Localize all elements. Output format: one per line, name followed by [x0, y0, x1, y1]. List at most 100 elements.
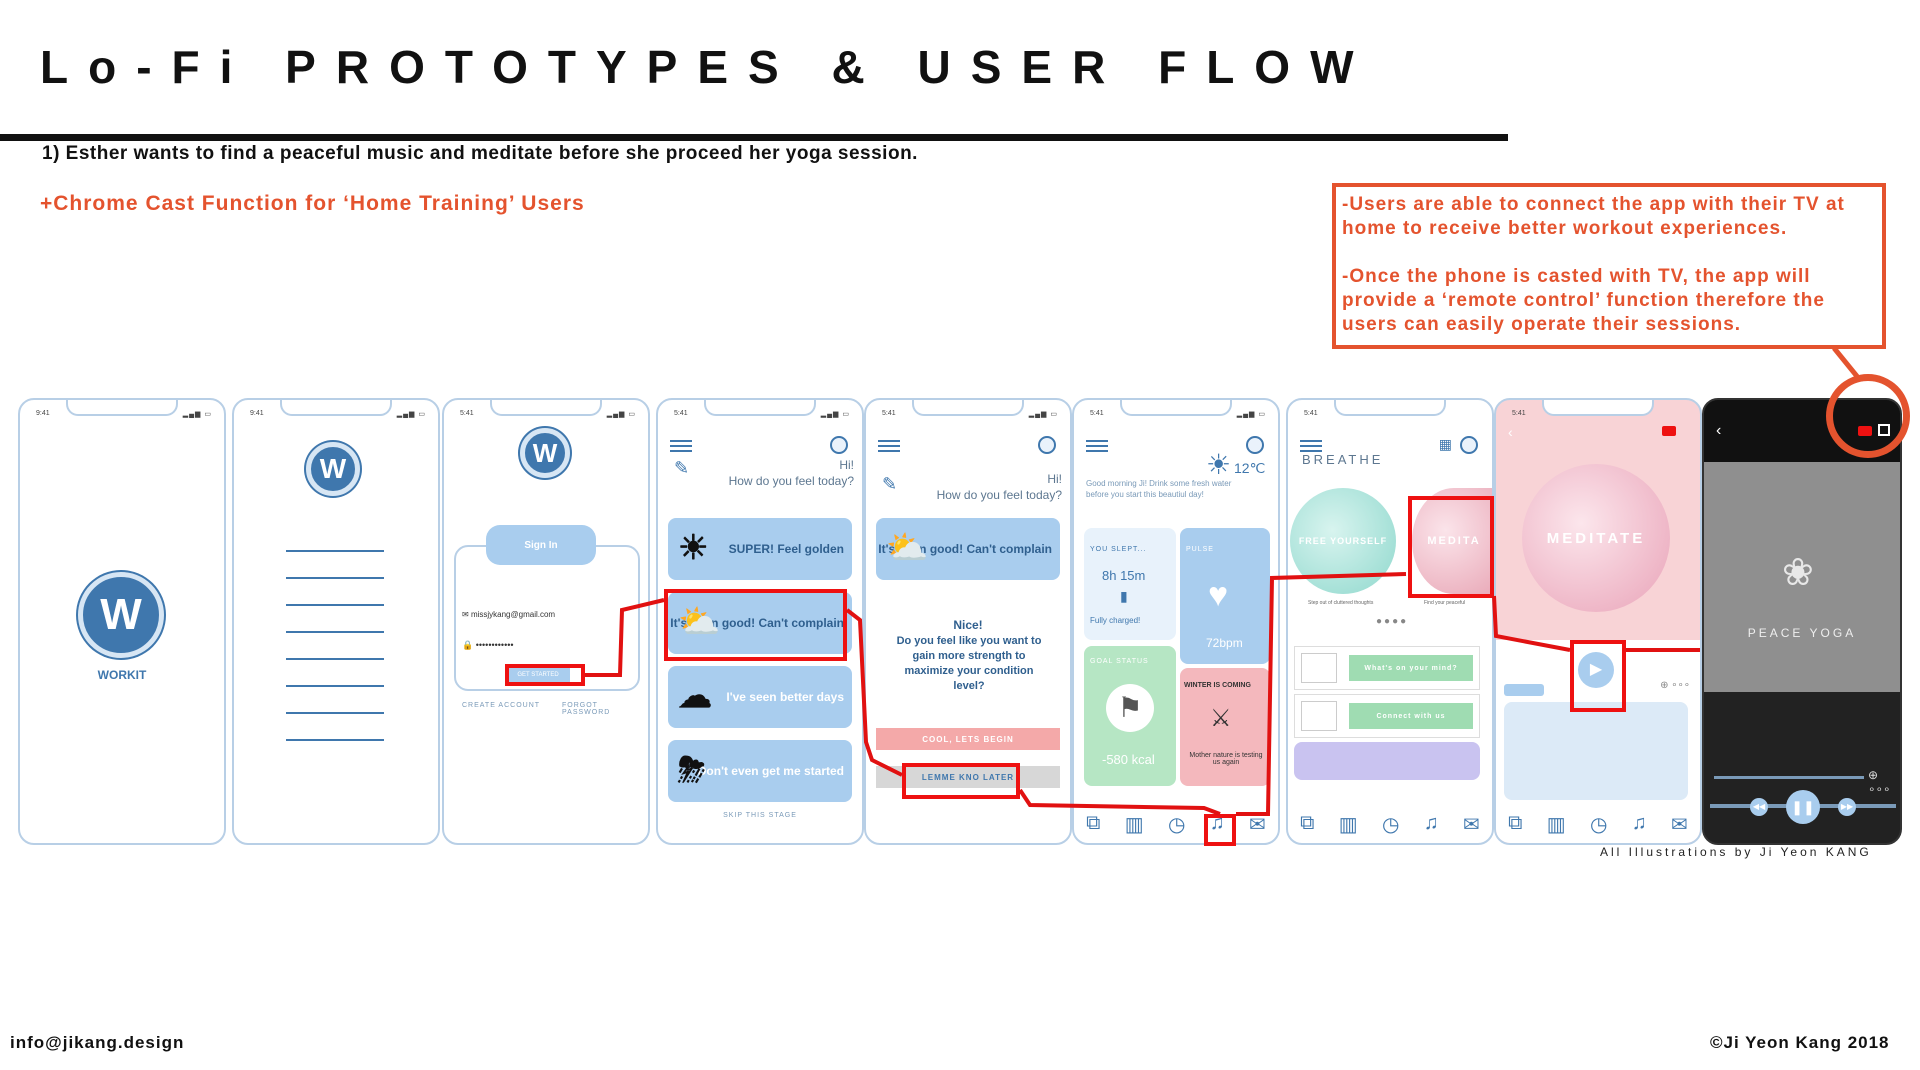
- sleep-tile[interactable]: YOU SLEPT... 8h 15m ▮ Fully charged!: [1084, 528, 1176, 640]
- illustration-credit: All Illustrations by Ji Yeon KANG: [1600, 845, 1872, 859]
- menu-icon[interactable]: [1300, 440, 1322, 452]
- mind-label: What's on your mind?: [1349, 655, 1473, 681]
- back-icon[interactable]: ‹: [1716, 422, 1722, 439]
- back-icon[interactable]: ‹: [1508, 424, 1513, 440]
- tab-home-icon[interactable]: ⧉: [1508, 812, 1523, 834]
- selected-mood: ⛅It's been good! Can't complain: [876, 518, 1060, 580]
- play-button[interactable]: ▶: [1578, 652, 1614, 688]
- profile-icon[interactable]: [1038, 436, 1056, 454]
- create-account-link[interactable]: CREATE ACCOUNT: [462, 702, 541, 709]
- menu-icon[interactable]: [1086, 440, 1108, 452]
- tab-music-icon[interactable]: ♫: [1423, 812, 1439, 834]
- password-field[interactable]: 🔒 ••••••••••••: [462, 640, 514, 650]
- brand-name: WORKIT: [97, 668, 147, 682]
- rewind-button[interactable]: ◀◀: [1750, 798, 1768, 816]
- status-time: 5:41: [1512, 410, 1526, 417]
- pencil-icon: ✎: [882, 474, 898, 494]
- pause-button[interactable]: ❚❚: [1786, 790, 1820, 824]
- phone-mood: 5:41 ▂▄▆ ▭ ✎ Hi! How do you feel today? …: [656, 398, 864, 845]
- goal-tile[interactable]: GOAL STATUS ⚑ -580 kcal: [1084, 646, 1176, 786]
- tab-inbox-icon[interactable]: ✉: [1249, 814, 1266, 836]
- tab-stats-icon[interactable]: ▥: [1338, 814, 1358, 836]
- greeting: Hi!: [1047, 472, 1062, 486]
- title-divider: [0, 134, 1508, 141]
- thumbnail: [1301, 653, 1337, 683]
- forward-button[interactable]: ▶▶: [1838, 798, 1856, 816]
- purple-card[interactable]: [1294, 742, 1480, 780]
- battery-icon: ▮: [1120, 588, 1128, 604]
- callout-para-2: -Once the phone is casted with TV, the a…: [1342, 266, 1825, 335]
- mind-row[interactable]: What's on your mind?: [1294, 646, 1480, 690]
- lotus-icon: ❀: [1782, 552, 1814, 594]
- progress-chip: [1504, 684, 1544, 696]
- sun-icon: ☀: [678, 529, 709, 567]
- meditate-card[interactable]: MEDITA: [1412, 488, 1492, 594]
- tab-stats-icon[interactable]: ▥: [1124, 814, 1144, 836]
- meditate-label: MEDITA: [1427, 535, 1481, 547]
- tab-inbox-icon[interactable]: ✉: [1671, 814, 1688, 836]
- highlight-meditate: [1408, 496, 1494, 598]
- notch: [1334, 400, 1446, 416]
- signal-icon: ▂▄▆ ▭: [1028, 411, 1058, 418]
- tab-home-icon[interactable]: ⧉: [1086, 812, 1101, 834]
- charged-text: Fully charged!: [1090, 616, 1141, 625]
- profile-icon[interactable]: [1460, 436, 1478, 454]
- meditate-artwork: MEDITATE: [1522, 464, 1670, 612]
- youtube-icon[interactable]: [1662, 426, 1676, 436]
- free-caption: Step out of cluttered thoughts: [1308, 600, 1374, 606]
- signin-button[interactable]: Sign In: [486, 525, 596, 565]
- profile-icon[interactable]: [1246, 436, 1264, 454]
- phone-dashboard: 5:41 ▂▄▆ ▭ ☀ 12℃ Good morning Ji! Drink …: [1072, 398, 1280, 845]
- forgot-password-link[interactable]: FORGOT PASSWORD: [562, 702, 611, 716]
- pulse-tile[interactable]: PULSE ♥ 72bpm: [1180, 528, 1270, 664]
- footer-email[interactable]: info@jikang.design: [10, 1033, 185, 1052]
- mood-question: How do you feel today?: [936, 488, 1062, 502]
- mood-option-label: SUPER! Feel golden: [728, 541, 844, 556]
- phone-tv-remote: ‹ ❀ PEACE YOGA ⊕ ∘∘∘ ◀◀ ❚❚ ▶▶: [1702, 398, 1902, 845]
- menu-icon[interactable]: [878, 440, 900, 452]
- notch: [66, 400, 178, 416]
- email-value: missjykang@gmail.com: [470, 610, 556, 619]
- workit-logo: W: [78, 572, 164, 658]
- mood-option-label: It's been good! Can't complain: [670, 615, 844, 630]
- phone-signin: 5:41 ▂▄▆ ▭ W Sign In ✉ missjykang@gmail.…: [442, 398, 650, 845]
- profile-icon[interactable]: [830, 436, 848, 454]
- weather-tile[interactable]: WINTER IS COMING ⚔ Mother nature is test…: [1180, 668, 1270, 786]
- seek-bar[interactable]: [1714, 776, 1864, 779]
- winter-title: WINTER IS COMING: [1184, 682, 1251, 689]
- tab-timer-icon[interactable]: ◷: [1381, 814, 1400, 836]
- connect-row[interactable]: Connect with us: [1294, 694, 1480, 738]
- tab-timer-icon[interactable]: ◷: [1167, 814, 1186, 836]
- workit-logo: W: [306, 442, 360, 496]
- mood-option-super[interactable]: ☀ SUPER! Feel golden: [668, 518, 852, 580]
- tab-stats-icon[interactable]: ▥: [1546, 814, 1566, 836]
- tab-home-icon[interactable]: ⧉: [1300, 812, 1315, 834]
- mood-option-better-days[interactable]: ☁ I've seen better days: [668, 666, 852, 728]
- more-options-icon[interactable]: ⊕ ∘∘∘: [1660, 680, 1690, 691]
- tab-music-icon[interactable]: ♫: [1631, 812, 1647, 834]
- mood-option-label: I've seen better days: [726, 689, 844, 704]
- tab-inbox-icon[interactable]: ✉: [1463, 814, 1480, 836]
- mood-question: How do you feel today?: [728, 474, 854, 488]
- tab-bar: ⧉ ▥ ◷ ♫ ✉: [1288, 812, 1492, 837]
- begin-button[interactable]: COOL, LETS BEGIN: [876, 728, 1060, 750]
- highlight-cast: [1826, 374, 1910, 458]
- mood-option-started[interactable]: ⛈Don't even get me started: [668, 740, 852, 802]
- grid-icon[interactable]: ▦: [1438, 436, 1452, 452]
- tv-title: PEACE YOGA: [1747, 626, 1857, 640]
- mood-option-good[interactable]: ⛅It's been good! Can't complain: [668, 592, 852, 654]
- status-time: 5:41: [1304, 410, 1318, 417]
- skip-link[interactable]: SKIP THIS STAGE: [723, 812, 797, 819]
- get-started-button[interactable]: GET STARTED: [506, 668, 570, 682]
- notch: [280, 400, 392, 416]
- later-button[interactable]: LEMME KNO LATER: [876, 766, 1060, 788]
- greeting: Hi!: [839, 458, 854, 472]
- email-field[interactable]: ✉ missjykang@gmail.com: [462, 610, 556, 619]
- highlight-music-tab: [1204, 814, 1236, 846]
- menu-icon[interactable]: [670, 440, 692, 452]
- rain-cloud-icon: ☁: [678, 677, 712, 715]
- free-yourself-card[interactable]: FREE YOURSELF: [1290, 488, 1396, 594]
- tab-timer-icon[interactable]: ◷: [1589, 814, 1608, 836]
- more-options-icon[interactable]: ⊕ ∘∘∘: [1868, 768, 1891, 796]
